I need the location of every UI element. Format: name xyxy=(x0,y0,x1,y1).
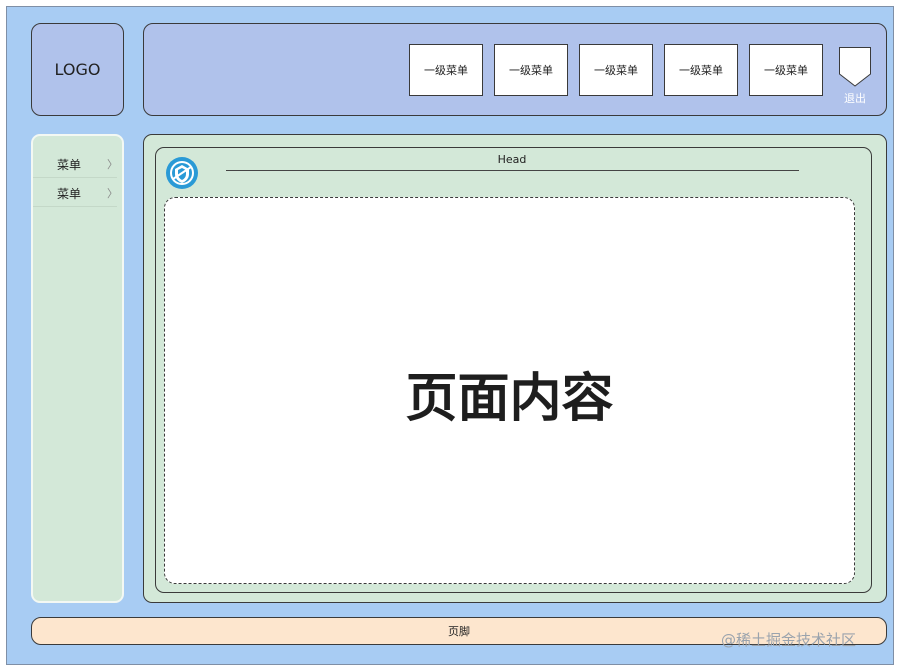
sidebar: 菜单 〉 菜单 〉 xyxy=(31,134,124,603)
sidebar-item-label: 菜单 xyxy=(57,187,82,201)
globe-shield-icon xyxy=(166,157,198,189)
content-head-label: Head xyxy=(497,153,527,166)
logo-label: LOGO xyxy=(54,60,101,79)
sidebar-item-label: 菜单 xyxy=(57,158,82,172)
chevron-right-icon: 〉 xyxy=(107,158,118,171)
top-menu-item-2[interactable]: 一级菜单 xyxy=(494,44,568,96)
logo[interactable]: LOGO xyxy=(31,23,124,116)
page-content-area: 页面内容 xyxy=(164,197,855,584)
footer: 页脚 xyxy=(31,617,887,645)
head-divider xyxy=(226,170,799,171)
content-container xyxy=(155,147,872,593)
footer-label: 页脚 xyxy=(448,625,470,638)
logout-label: 退出 xyxy=(844,92,866,105)
top-menu-item-4[interactable]: 一级菜单 xyxy=(664,44,738,96)
top-menu-item-3[interactable]: 一级菜单 xyxy=(579,44,653,96)
logout-button[interactable]: 退出 xyxy=(838,46,872,105)
page-content-label: 页面内容 xyxy=(405,369,614,429)
watermark: @稀土掘金技术社区 xyxy=(721,631,857,649)
top-menu-item-1[interactable]: 一级菜单 xyxy=(409,44,483,96)
sidebar-item-1[interactable]: 菜单 〉 xyxy=(33,150,118,178)
logout-icon xyxy=(839,47,871,87)
chevron-right-icon: 〉 xyxy=(107,187,118,200)
top-menu-item-5[interactable]: 一级菜单 xyxy=(749,44,823,96)
sidebar-item-2[interactable]: 菜单 〉 xyxy=(33,179,118,207)
